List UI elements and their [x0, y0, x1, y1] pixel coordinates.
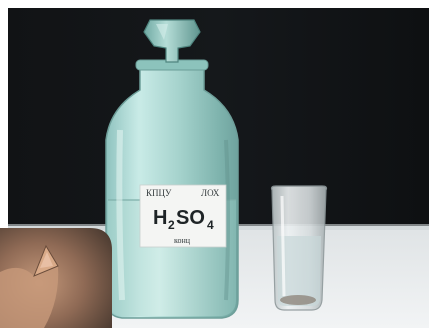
label-formula-h: H — [153, 207, 167, 229]
label-top-right-text: ЛОХ — [201, 188, 220, 198]
beaker-highlight — [280, 195, 286, 297]
label-bottom-text: конц — [174, 236, 191, 245]
beaker-liquid — [277, 236, 321, 306]
bottle-highlight — [116, 129, 125, 301]
bottle-shadow-edge — [224, 139, 230, 301]
glass-beaker — [270, 185, 328, 311]
stopper-head — [143, 19, 201, 63]
label-formula-so: SO — [176, 207, 205, 229]
bottle-label: КПЦУ ЛОХ H 2 SO 4 конц — [139, 184, 227, 248]
label-paper — [139, 184, 227, 248]
cat-thumbnail — [0, 228, 112, 328]
cat-head — [0, 262, 59, 328]
beaker-residue — [280, 295, 316, 305]
label-formula-sub2: 2 — [168, 218, 175, 232]
label-formula-sub4: 4 — [207, 218, 214, 232]
bottle-stopper — [143, 19, 201, 63]
stopper-highlight — [156, 24, 168, 40]
cat-inner-ear — [40, 252, 53, 268]
label-top-left-text: КПЦУ — [146, 188, 172, 198]
